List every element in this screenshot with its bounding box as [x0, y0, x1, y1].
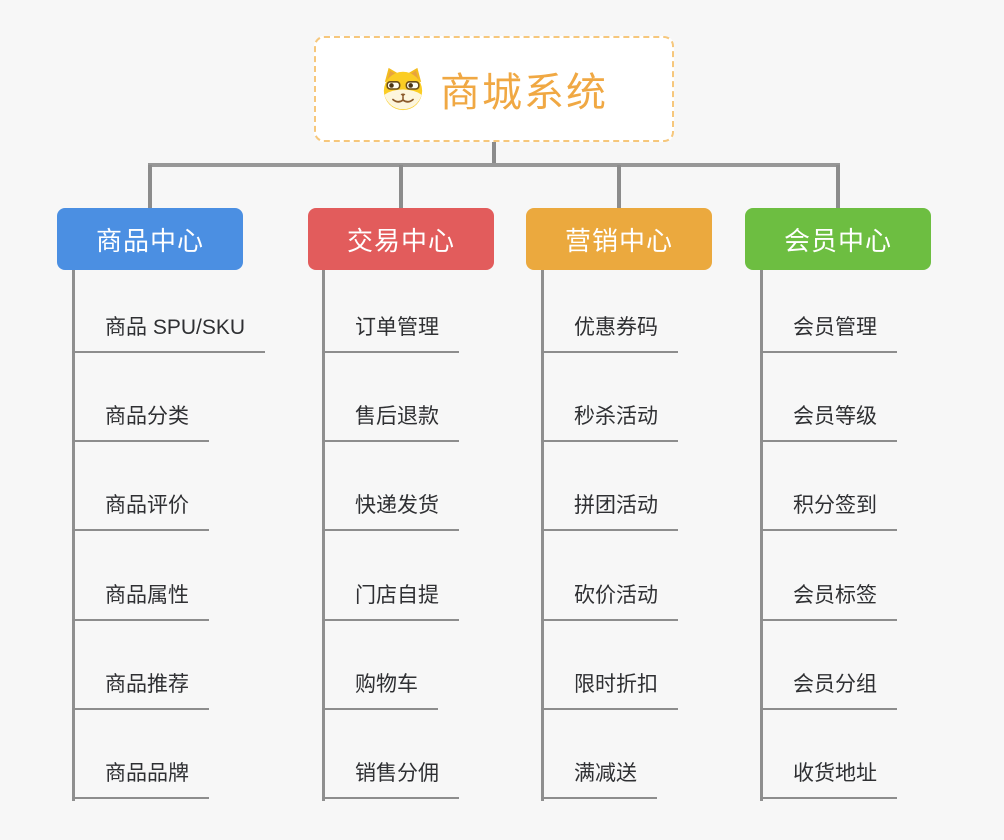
connector-stub-members [836, 165, 840, 209]
leaf-node[interactable]: 商品 SPU/SKU [72, 314, 266, 353]
branch-node-trade[interactable]: 交易中心 [308, 208, 494, 270]
branch-node-members[interactable]: 会员中心 [745, 208, 931, 270]
leaf-node[interactable]: 销售分佣 [322, 760, 459, 799]
leaf-node[interactable]: 商品品牌 [72, 760, 209, 799]
branch-node-label: 交易中心 [346, 225, 455, 256]
leaf-node[interactable]: 订单管理 [322, 314, 459, 353]
root-node-label: 商城系统 [440, 71, 608, 115]
leaf-node[interactable]: 优惠券码 [541, 314, 678, 353]
leaf-node[interactable]: 商品评价 [72, 492, 209, 531]
leaf-node[interactable]: 商品推荐 [72, 671, 209, 710]
leaf-node[interactable]: 会员标签 [760, 582, 897, 621]
leaf-node[interactable]: 门店自提 [322, 582, 459, 621]
leaf-node[interactable]: 会员分组 [760, 671, 897, 710]
leaf-node[interactable]: 购物车 [322, 671, 438, 710]
leaf-node[interactable]: 收货地址 [760, 760, 897, 799]
connector-horizontal-bar [148, 163, 840, 167]
connector-stub-trade [399, 165, 403, 209]
leaf-node[interactable]: 售后退款 [322, 403, 459, 442]
leaf-node[interactable]: 拼团活动 [541, 492, 678, 531]
leaf-node[interactable]: 会员管理 [760, 314, 897, 353]
connector-trunk-products [72, 268, 75, 801]
connector-trunk-marketing [541, 268, 544, 801]
leaf-node[interactable]: 积分签到 [760, 492, 897, 531]
branch-node-label: 会员中心 [783, 225, 892, 256]
dog-face-icon [380, 66, 426, 112]
leaf-node[interactable]: 商品属性 [72, 582, 209, 621]
branch-node-marketing[interactable]: 营销中心 [526, 208, 712, 270]
connector-trunk-members [760, 268, 763, 801]
leaf-node[interactable]: 满减送 [541, 760, 657, 799]
connector-trunk-trade [322, 268, 325, 801]
root-node[interactable]: 商城系统 [314, 36, 674, 142]
leaf-node[interactable]: 商品分类 [72, 403, 209, 442]
leaf-node[interactable]: 砍价活动 [541, 582, 678, 621]
leaf-node[interactable]: 秒杀活动 [541, 403, 678, 442]
connector-stub-products [148, 165, 152, 209]
branch-node-label: 营销中心 [564, 225, 673, 256]
connector-root-drop [492, 140, 496, 167]
leaf-node[interactable]: 限时折扣 [541, 671, 678, 710]
branch-node-label: 商品中心 [95, 225, 204, 256]
branch-node-products[interactable]: 商品中心 [57, 208, 243, 270]
leaf-node[interactable]: 快递发货 [322, 492, 459, 531]
leaf-node[interactable]: 会员等级 [760, 403, 897, 442]
connector-stub-marketing [617, 165, 621, 209]
